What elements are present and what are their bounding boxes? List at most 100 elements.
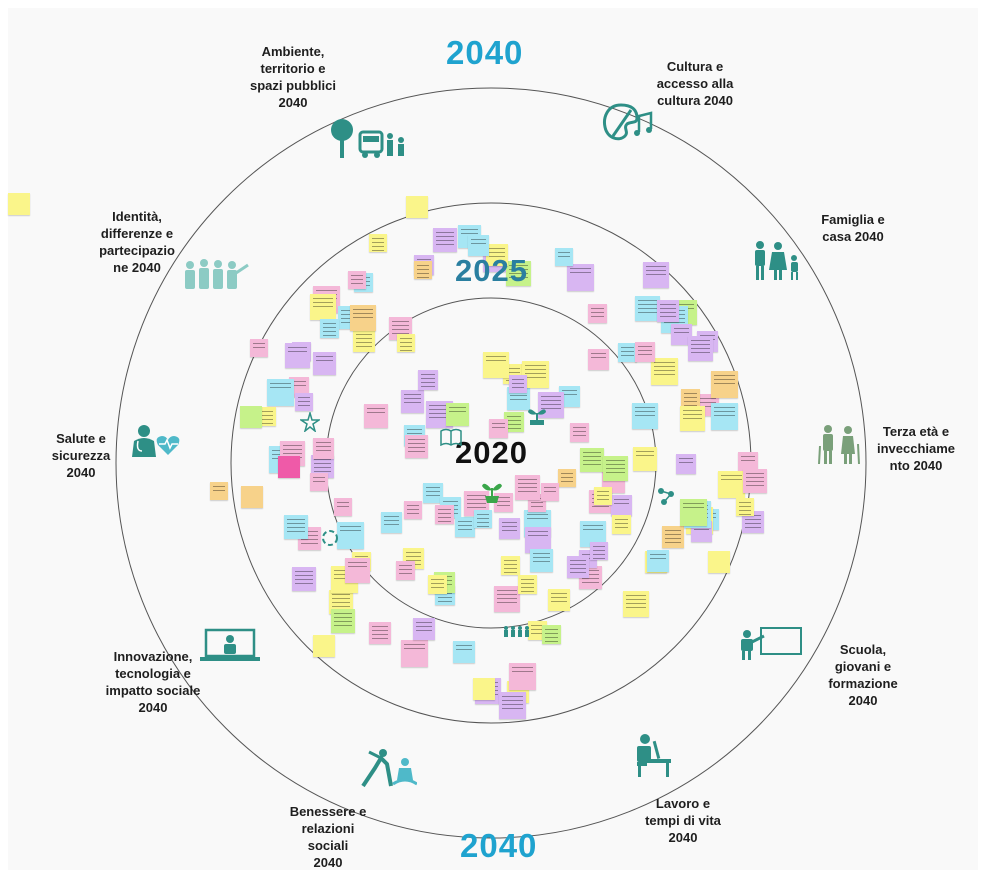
sticky-note[interactable]: [412, 617, 435, 640]
sticky-note[interactable]: [446, 402, 470, 426]
sticky-note[interactable]: [517, 575, 537, 595]
sticky-note[interactable]: [642, 261, 669, 288]
sticky-note[interactable]: [427, 574, 447, 594]
sticky-note[interactable]: [435, 505, 455, 525]
sticky-note[interactable]: [380, 512, 402, 534]
sticky-note[interactable]: [509, 374, 528, 393]
sticky-note[interactable]: [319, 318, 339, 338]
sticky-note[interactable]: [404, 501, 423, 520]
sticky-note[interactable]: [567, 263, 595, 291]
sticky-note[interactable]: [396, 334, 415, 353]
sticky-note[interactable]: [310, 454, 334, 478]
sticky-note[interactable]: [494, 492, 513, 512]
sticky-note[interactable]: [8, 193, 30, 215]
sticky-note[interactable]: [611, 494, 633, 516]
sticky-note[interactable]: [474, 510, 493, 529]
sticky-note[interactable]: [388, 316, 412, 340]
sticky-note[interactable]: [541, 624, 561, 644]
sticky-note[interactable]: [468, 234, 490, 256]
sticky-note[interactable]: [395, 560, 415, 580]
sticky-note[interactable]: [579, 448, 604, 473]
sticky-note[interactable]: [500, 555, 520, 575]
sticky-note[interactable]: [353, 329, 376, 352]
sticky-note[interactable]: [309, 293, 336, 320]
sticky-note[interactable]: [524, 526, 551, 553]
sticky-note[interactable]: [555, 248, 574, 267]
sticky-note[interactable]: [623, 591, 650, 618]
sticky-note[interactable]: [333, 498, 352, 517]
sticky-note[interactable]: [413, 260, 432, 279]
sticky-note[interactable]: [711, 402, 739, 430]
sticky-note[interactable]: [737, 452, 758, 473]
sticky-note[interactable]: [671, 324, 693, 346]
sticky-note[interactable]: [602, 456, 628, 482]
sticky-note[interactable]: [422, 483, 443, 504]
sticky-note[interactable]: [566, 556, 589, 579]
sticky-note[interactable]: [632, 402, 659, 429]
sticky-note[interactable]: [509, 663, 537, 691]
whiteboard-canvas[interactable]: 2040 2040 2025 2020 Ambiente, territorio…: [8, 8, 978, 870]
sticky-note[interactable]: [588, 303, 607, 323]
sticky-note[interactable]: [617, 342, 637, 362]
sticky-note[interactable]: [406, 196, 428, 218]
sticky-note[interactable]: [294, 393, 313, 412]
sticky-note[interactable]: [331, 608, 356, 633]
sticky-note[interactable]: [291, 567, 316, 592]
sticky-note[interactable]: [632, 446, 657, 471]
sticky-note[interactable]: [675, 453, 696, 474]
sticky-note[interactable]: [345, 558, 371, 584]
sticky-note[interactable]: [499, 517, 521, 539]
sticky-note[interactable]: [537, 391, 564, 418]
sticky-note[interactable]: [647, 549, 670, 572]
sticky-note[interactable]: [634, 295, 660, 321]
sticky-note[interactable]: [688, 335, 714, 361]
sticky-note[interactable]: [454, 517, 475, 538]
sticky-note[interactable]: [241, 486, 263, 508]
sticky-note[interactable]: [312, 438, 334, 460]
sticky-note[interactable]: [312, 351, 336, 375]
sticky-note[interactable]: [505, 260, 531, 286]
sticky-note[interactable]: [558, 468, 577, 487]
sticky-note[interactable]: [278, 456, 300, 478]
sticky-note[interactable]: [250, 339, 269, 358]
sticky-note[interactable]: [337, 521, 365, 549]
sticky-note[interactable]: [494, 585, 521, 612]
sticky-note[interactable]: [515, 475, 541, 501]
sticky-note[interactable]: [590, 542, 609, 561]
sticky-note[interactable]: [498, 691, 526, 719]
sticky-note[interactable]: [679, 499, 707, 527]
sticky-note[interactable]: [650, 358, 678, 385]
sticky-note[interactable]: [540, 483, 559, 502]
sticky-note[interactable]: [347, 270, 366, 289]
sticky-note[interactable]: [417, 370, 438, 391]
sticky-note[interactable]: [473, 678, 495, 700]
sticky-note[interactable]: [266, 379, 294, 407]
sticky-note[interactable]: [611, 515, 631, 535]
sticky-note[interactable]: [210, 481, 229, 500]
sticky-note[interactable]: [559, 386, 581, 408]
sticky-note[interactable]: [708, 551, 730, 573]
sticky-note[interactable]: [368, 234, 387, 253]
sticky-note[interactable]: [548, 588, 571, 611]
sticky-note[interactable]: [717, 471, 745, 499]
sticky-note[interactable]: [743, 469, 768, 494]
sticky-note[interactable]: [285, 342, 311, 368]
sticky-note[interactable]: [530, 548, 554, 572]
sticky-note[interactable]: [404, 435, 428, 459]
sticky-note[interactable]: [363, 403, 388, 428]
sticky-note[interactable]: [452, 640, 475, 663]
sticky-note[interactable]: [679, 405, 705, 431]
sticky-note[interactable]: [349, 304, 376, 331]
sticky-note[interactable]: [401, 639, 429, 667]
sticky-note[interactable]: [588, 348, 610, 370]
sticky-note[interactable]: [736, 498, 755, 517]
sticky-note[interactable]: [284, 514, 309, 539]
sticky-note[interactable]: [485, 243, 508, 266]
sticky-note[interactable]: [662, 525, 685, 548]
sticky-note[interactable]: [400, 390, 424, 414]
sticky-note[interactable]: [313, 635, 335, 657]
sticky-note[interactable]: [593, 487, 612, 506]
sticky-note[interactable]: [504, 411, 525, 432]
sticky-note[interactable]: [482, 351, 509, 378]
sticky-note[interactable]: [489, 419, 509, 439]
